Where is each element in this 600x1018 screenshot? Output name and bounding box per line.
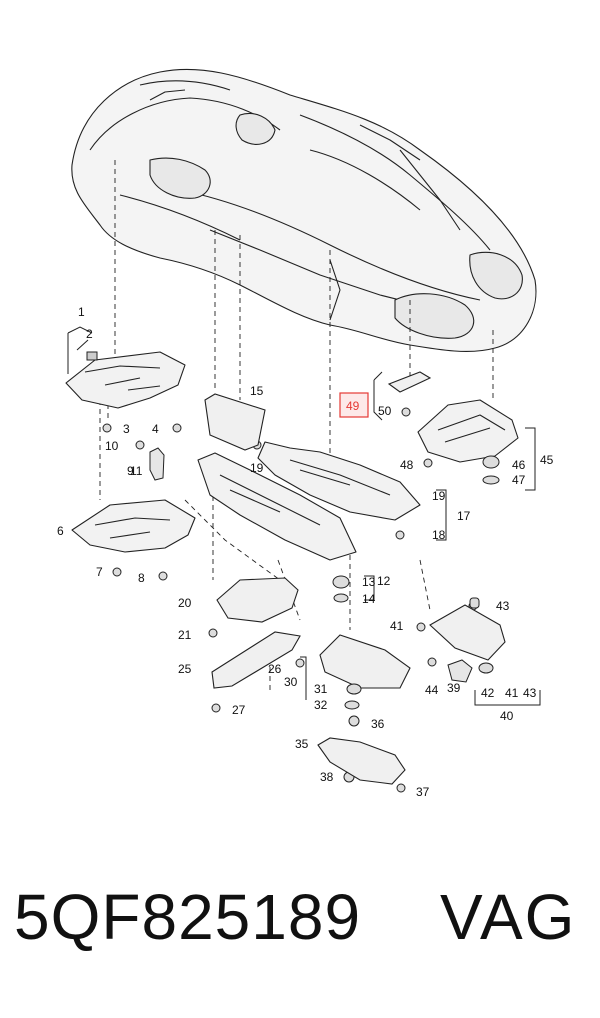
part-clip-32[interactable] <box>344 700 360 710</box>
callout-32: 32 <box>314 698 328 712</box>
callout-13: 13 <box>362 575 376 589</box>
part-trim-49[interactable] <box>387 371 432 393</box>
part-panel-15[interactable] <box>204 393 266 451</box>
footer: 5QF825189 VAG <box>0 885 600 995</box>
group-brackets <box>67 326 541 706</box>
callout-18: 18 <box>432 528 446 542</box>
part-front-undertray-lower[interactable] <box>71 499 196 553</box>
brand-label: VAG <box>440 881 577 953</box>
callout-42: 42 <box>481 686 495 700</box>
callout-26: 26 <box>268 662 282 676</box>
part-bracket-9[interactable] <box>149 447 165 481</box>
part-clip-43[interactable] <box>469 597 480 609</box>
part-side-panel-12[interactable] <box>197 452 357 561</box>
part-center-tunnel-17[interactable] <box>257 441 421 521</box>
callout-41: 41 <box>390 619 404 633</box>
callout-3: 3 <box>123 422 130 436</box>
callout-20: 20 <box>178 596 192 610</box>
callout-45: 45 <box>540 453 554 467</box>
callout-44: 44 <box>425 683 439 697</box>
callout-38: 38 <box>320 770 334 784</box>
callout-41b: 41 <box>505 686 519 700</box>
part-bracket-25[interactable] <box>211 631 301 689</box>
callout-21: 21 <box>178 628 192 642</box>
part-panel-20[interactable] <box>216 577 299 623</box>
callout-39: 39 <box>447 681 461 695</box>
callout-19: 19 <box>250 461 264 475</box>
callout-8: 8 <box>138 571 145 585</box>
callout-7: 7 <box>96 565 103 579</box>
callout-40: 40 <box>500 709 514 723</box>
part-nut-46[interactable] <box>482 455 500 469</box>
callout-35: 35 <box>295 737 309 751</box>
callout-labels: 1 2 3 4 10 11 9 6 7 8 15 19 19 17 18 12 … <box>57 305 554 799</box>
part-rear-bracket-40[interactable] <box>429 604 506 661</box>
callout-36: 36 <box>371 717 385 731</box>
callout-31: 31 <box>314 682 328 696</box>
callout-11: 11 <box>130 464 143 478</box>
callout-25: 25 <box>178 662 192 676</box>
callout-43: 43 <box>496 599 510 613</box>
callout-17: 17 <box>457 509 471 523</box>
callout-49: 49 <box>346 399 360 413</box>
callout-46: 46 <box>512 458 526 472</box>
part-front-undertray-upper[interactable] <box>65 351 186 409</box>
callout-50: 50 <box>378 404 392 418</box>
callout-43b: 43 <box>523 686 537 700</box>
callout-48: 48 <box>400 458 414 472</box>
part-washer-47[interactable] <box>482 475 500 485</box>
part-nut-42[interactable] <box>478 662 494 674</box>
callout-2: 2 <box>86 327 93 341</box>
part-panel-30[interactable] <box>319 634 411 689</box>
highlight-box[interactable] <box>339 392 369 418</box>
callout-27: 27 <box>232 703 246 717</box>
callout-47: 47 <box>512 473 526 487</box>
part-rear-undertray-45[interactable] <box>417 399 519 463</box>
callout-12: 12 <box>377 574 391 588</box>
fastener-screws[interactable] <box>102 407 478 793</box>
callout-9: 9 <box>127 464 134 478</box>
callout-30: 30 <box>284 675 298 689</box>
part-number: 5QF825189 <box>14 881 362 953</box>
car-body-outline <box>71 68 537 352</box>
exploded-parts-diagram: 1 2 3 4 10 11 9 6 7 8 15 19 19 17 18 12 … <box>57 68 554 799</box>
callout-37: 37 <box>416 785 430 799</box>
callout-15: 15 <box>250 384 264 398</box>
callout-10: 10 <box>105 439 119 453</box>
part-nuts-13-14[interactable] <box>332 575 350 603</box>
part-clip-2[interactable] <box>86 351 98 361</box>
part-clip-39[interactable] <box>447 659 473 683</box>
callout-14: 14 <box>362 592 376 606</box>
part-rear-panel-35[interactable] <box>317 737 406 785</box>
callout-19b: 19 <box>432 489 446 503</box>
callout-6: 6 <box>57 524 64 538</box>
part-clip-31[interactable] <box>346 683 362 695</box>
callout-1: 1 <box>78 305 85 319</box>
callout-4: 4 <box>152 422 159 436</box>
